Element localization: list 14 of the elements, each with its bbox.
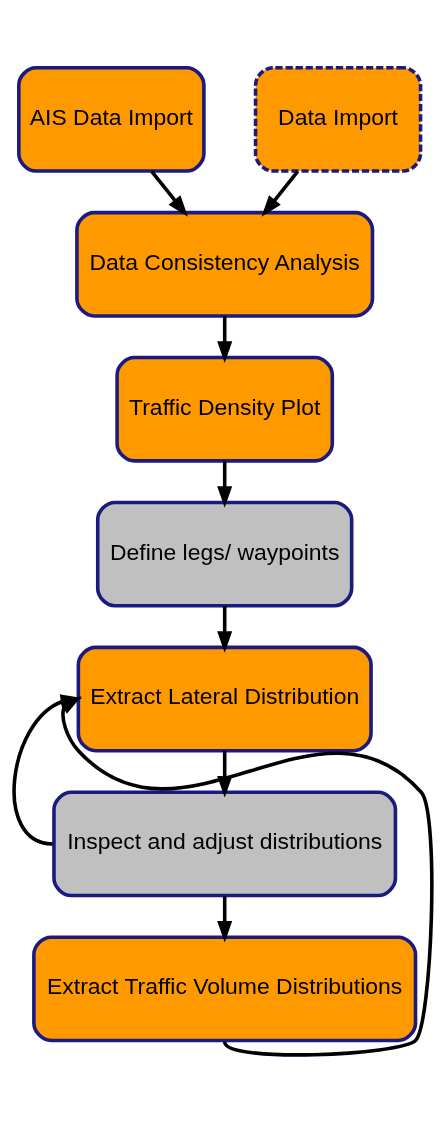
arrow bbox=[217, 316, 233, 363]
arrow bbox=[217, 461, 233, 508]
node-box: Inspect and adjust distributions bbox=[52, 790, 398, 898]
node-box: Extract Lateral Distribution bbox=[76, 645, 373, 753]
node-box: AIS Data Import bbox=[17, 65, 206, 173]
arrow bbox=[217, 895, 233, 943]
arrow bbox=[150, 170, 188, 217]
node-box: Data Consistency Analysis bbox=[75, 210, 375, 318]
arrow bbox=[217, 606, 233, 653]
node-box: Define legs/ waypoints bbox=[95, 500, 354, 608]
node-box: Extract Traffic Volume Distributions bbox=[32, 935, 418, 1043]
node-box: Data Import bbox=[253, 65, 423, 173]
arrow bbox=[261, 170, 300, 217]
node-box: Traffic Density Plot bbox=[115, 355, 335, 463]
